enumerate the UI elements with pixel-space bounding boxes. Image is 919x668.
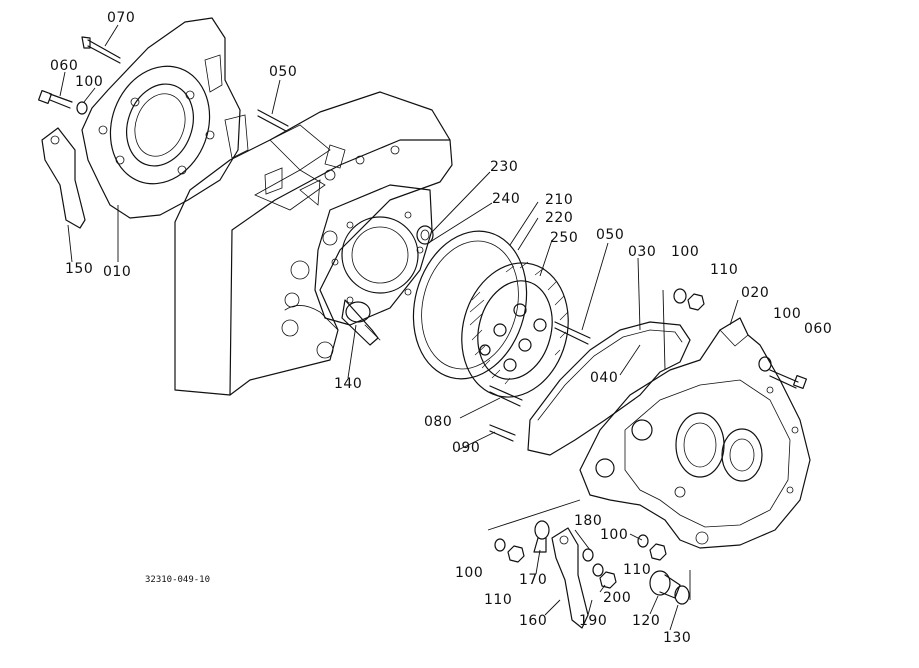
- callout-200: 200: [603, 590, 632, 606]
- callout-050: 050: [269, 64, 298, 80]
- callout-100: 100: [600, 527, 629, 543]
- washer-100-right: [758, 356, 772, 372]
- callout-240: 240: [492, 191, 521, 207]
- lever-150: [41, 127, 86, 229]
- bolt-060-right: [769, 369, 808, 390]
- callout-250: 250: [550, 230, 579, 246]
- nut-110-upper: [687, 293, 705, 311]
- washer-240: [416, 225, 434, 245]
- gasket-230: [314, 184, 433, 326]
- callout-040: 040: [590, 370, 619, 386]
- nut-200: [599, 571, 617, 589]
- washer-100-left: [76, 101, 88, 115]
- nut-110-lower: [507, 545, 525, 563]
- callout-100: 100: [455, 565, 484, 581]
- callout-020: 020: [741, 285, 770, 301]
- gasket-210: [412, 230, 528, 380]
- stud-050-center: [554, 321, 591, 345]
- rear-housing-020: [579, 317, 811, 549]
- callout-070: 070: [107, 10, 136, 26]
- bolt-070: [81, 36, 121, 64]
- callout-130: 130: [663, 630, 692, 646]
- callout-210: 210: [545, 192, 574, 208]
- callout-230: 230: [490, 159, 519, 175]
- callout-060: 060: [804, 321, 833, 337]
- callout-120: 120: [632, 613, 661, 629]
- callout-110: 110: [710, 262, 739, 278]
- callout-010: 010: [103, 264, 132, 280]
- part-170: [533, 520, 550, 553]
- friction-disc-250: [461, 261, 569, 398]
- washer-100-mid: [637, 534, 649, 548]
- callout-190: 190: [579, 613, 608, 629]
- drawing-code: 32310-049-10: [145, 575, 211, 585]
- washer-100-lower: [494, 538, 506, 552]
- callout-170: 170: [519, 572, 548, 588]
- shaft-140: [341, 299, 381, 346]
- washer-130: [674, 585, 690, 605]
- callout-150: 150: [65, 261, 94, 277]
- washer-100-upper: [673, 288, 687, 304]
- callout-110: 110: [484, 592, 513, 608]
- callout-030: 030: [628, 244, 657, 260]
- callout-110: 110: [623, 562, 652, 578]
- washer-180: [582, 548, 594, 562]
- callout-140: 140: [334, 376, 363, 392]
- front-cover-010: [81, 17, 249, 219]
- leader-lines: [59, 24, 739, 631]
- stud-080: [489, 385, 523, 407]
- stud-050-left: [257, 109, 289, 132]
- callout-220: 220: [545, 210, 574, 226]
- callout-100: 100: [773, 306, 802, 322]
- lever-160: [551, 527, 589, 629]
- callout-100: 100: [671, 244, 700, 260]
- bolt-060-left: [37, 89, 73, 109]
- callout-100: 100: [75, 74, 104, 90]
- transmission-case: [174, 91, 453, 396]
- plug-120: [649, 570, 681, 599]
- callout-060: 060: [50, 58, 79, 74]
- callout-050: 050: [596, 227, 625, 243]
- nut-110-mid: [649, 543, 667, 561]
- washer-190: [592, 563, 604, 577]
- callout-160: 160: [519, 613, 548, 629]
- gasket-030: [527, 321, 691, 456]
- callout-090: 090: [452, 440, 481, 456]
- callout-180: 180: [574, 513, 603, 529]
- callout-080: 080: [424, 414, 453, 430]
